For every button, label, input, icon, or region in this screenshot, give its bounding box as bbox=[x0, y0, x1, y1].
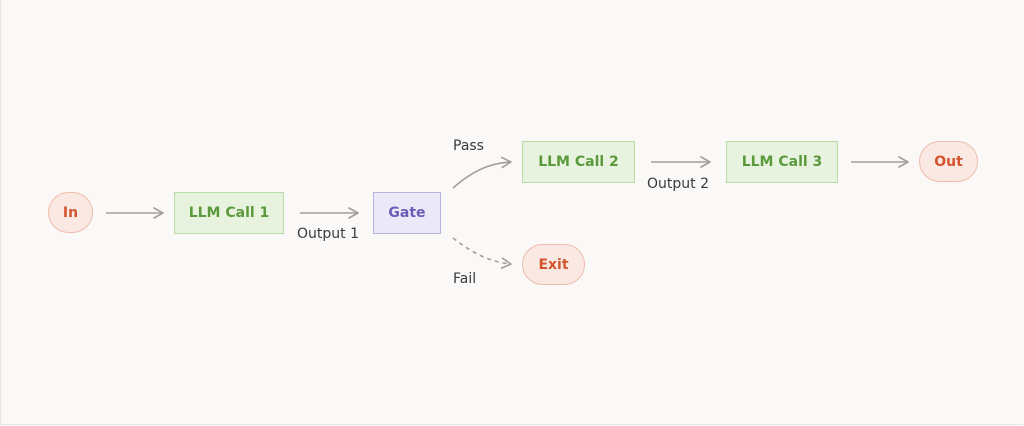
edge-label-fail: Fail bbox=[453, 271, 477, 287]
arrow-gate-pass-to-llm-call-2 bbox=[452, 156, 512, 189]
node-llm-call-1: LLM Call 1 bbox=[174, 192, 284, 234]
node-llm-call-3-label: LLM Call 3 bbox=[741, 154, 823, 170]
edge-label-pass: Pass bbox=[453, 138, 484, 154]
node-in: In bbox=[48, 192, 93, 233]
node-in-label: In bbox=[62, 204, 79, 221]
node-gate-label: Gate bbox=[388, 205, 426, 221]
edge-label-output-2: Output 2 bbox=[647, 176, 709, 192]
node-exit-label: Exit bbox=[538, 256, 569, 273]
node-out-label: Out bbox=[934, 153, 963, 170]
node-llm-call-3: LLM Call 3 bbox=[726, 141, 838, 183]
arrow-gate-fail-to-exit bbox=[452, 237, 512, 269]
node-llm-call-1-label: LLM Call 1 bbox=[188, 205, 270, 221]
edge-label-output-1: Output 1 bbox=[297, 226, 359, 242]
node-llm-call-2-label: LLM Call 2 bbox=[538, 154, 619, 170]
node-llm-call-2: LLM Call 2 bbox=[522, 141, 635, 183]
node-exit: Exit bbox=[522, 244, 585, 285]
node-gate: Gate bbox=[373, 192, 441, 234]
node-out: Out bbox=[919, 141, 978, 182]
